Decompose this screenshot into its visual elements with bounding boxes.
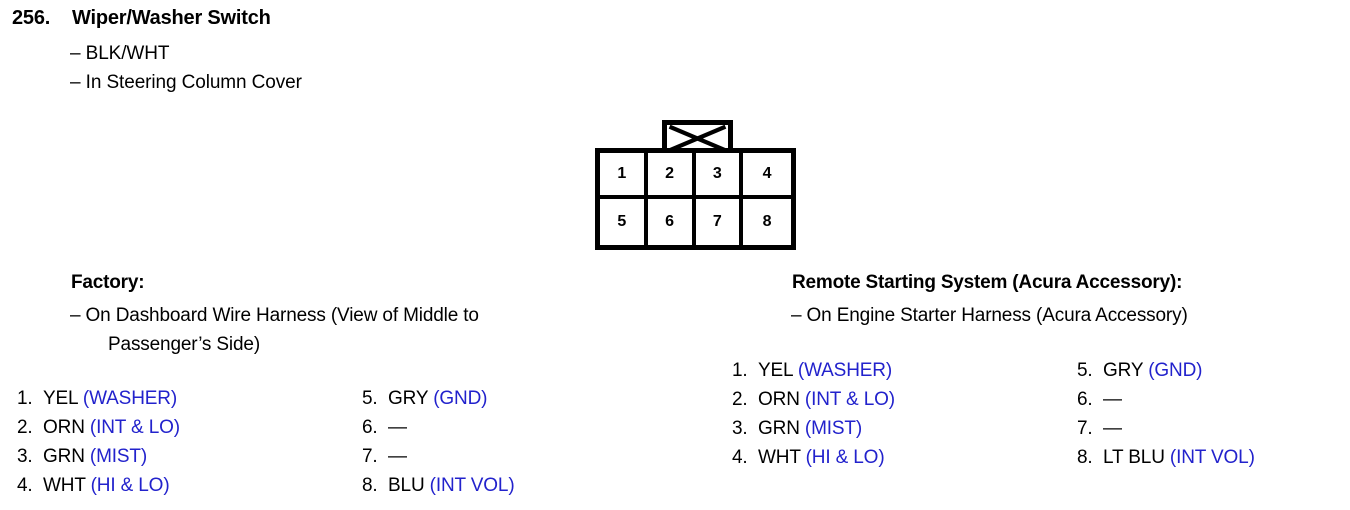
pin-function: (INT & LO)	[89, 417, 180, 438]
pin-function: (INT VOL)	[429, 475, 515, 496]
list-item: 7. —	[362, 445, 515, 474]
pin-function: (GND)	[1148, 360, 1203, 381]
connector-pin-6: 6	[648, 199, 696, 245]
pin-wire-color: —	[1103, 418, 1122, 439]
factory-bullet-line-1: – On Dashboard Wire Harness (View of Mid…	[70, 305, 479, 326]
page-title: Wiper/Washer Switch	[72, 7, 271, 29]
pin-index: 7.	[362, 446, 378, 467]
list-item: 4. WHT (HI & LO)	[17, 474, 180, 503]
pin-index: 4.	[17, 475, 33, 496]
connector-pin-7: 7	[696, 199, 744, 245]
header-bullet-wire-color: – BLK/WHT	[70, 43, 170, 64]
pin-function: (HI & LO)	[90, 475, 170, 496]
pin-wire-color: GRY	[1103, 360, 1144, 381]
pin-index: 5.	[1077, 360, 1093, 381]
list-item: 3. GRN (MIST)	[732, 417, 895, 446]
remote-bullet-line-1: – On Engine Starter Harness (Acura Acces…	[791, 305, 1188, 326]
pin-wire-color: WHT	[43, 475, 86, 496]
factory-pin-list-1-4: 1. YEL (WASHER) 2. ORN (INT & LO) 3. GRN (M…	[17, 387, 180, 503]
pin-function: (INT & LO)	[804, 389, 895, 410]
pin-function: (HI & LO)	[805, 447, 885, 468]
list-item: 3. GRN (MIST)	[17, 445, 180, 474]
pin-index: 1.	[17, 388, 33, 409]
pin-wire-color: GRY	[388, 388, 429, 409]
pin-index: 5.	[362, 388, 378, 409]
list-item: 6. —	[362, 416, 515, 445]
list-item: 5. GRY (GND)	[362, 387, 515, 416]
crossed-tab-icon	[668, 125, 727, 152]
factory-section-heading: Factory:	[71, 272, 145, 293]
pin-wire-color: GRN	[43, 446, 85, 467]
factory-bullet-line-2: Passenger’s Side)	[108, 334, 261, 355]
pin-function: (WASHER)	[82, 388, 178, 409]
pin-wire-color: BLU	[388, 475, 425, 496]
connector-pin-grid: 1 2 3 4 5 6 7 8	[595, 148, 796, 250]
remote-pin-list-5-8: 5. GRY (GND) 6. — 7. — 8. LT BLU (INT VOL)	[1077, 359, 1255, 475]
pin-index: 2.	[732, 389, 748, 410]
pin-function: (MIST)	[804, 418, 863, 439]
pin-wire-color: ORN	[758, 389, 800, 410]
pin-index: 7.	[1077, 418, 1093, 439]
list-item: 1. YEL (WASHER)	[732, 359, 895, 388]
pin-wire-color: YEL	[758, 360, 793, 381]
list-item: 8. BLU (INT VOL)	[362, 474, 515, 503]
pin-index: 8.	[362, 475, 378, 496]
connector-pin-2: 2	[647, 153, 696, 199]
pin-wire-color: —	[1103, 389, 1122, 410]
list-item: 2. ORN (INT & LO)	[17, 416, 180, 445]
list-item: 7. —	[1077, 417, 1255, 446]
list-item: 6. —	[1077, 388, 1255, 417]
pin-index: 3.	[732, 418, 748, 439]
pin-wire-color: —	[388, 446, 407, 467]
list-item: 5. GRY (GND)	[1077, 359, 1255, 388]
pin-index: 6.	[1077, 389, 1093, 410]
pin-wire-color: YEL	[43, 388, 78, 409]
connector-pin-5: 5	[600, 199, 648, 245]
pin-function: (INT VOL)	[1169, 447, 1255, 468]
list-item: 1. YEL (WASHER)	[17, 387, 180, 416]
pin-index: 2.	[17, 417, 33, 438]
connector-locking-tab	[662, 120, 733, 152]
pin-wire-color: ORN	[43, 417, 85, 438]
pin-index: 6.	[362, 417, 378, 438]
remote-pin-list-1-4: 1. YEL (WASHER) 2. ORN (INT & LO) 3. GRN (M…	[732, 359, 895, 475]
connector-pin-4: 4	[743, 153, 791, 199]
connector-pin-8: 8	[762, 213, 772, 230]
pin-wire-color: —	[388, 417, 407, 438]
list-item: 4. WHT (HI & LO)	[732, 446, 895, 475]
pin-index: 4.	[732, 447, 748, 468]
pin-index: 8.	[1077, 447, 1093, 468]
factory-pin-list-5-8: 5. GRY (GND) 6. — 7. — 8. BLU (INT VOL)	[362, 387, 515, 503]
connector-pin-3: 3	[695, 153, 744, 199]
list-item: 8. LT BLU (INT VOL)	[1077, 446, 1255, 475]
pin-wire-color: GRN	[758, 418, 800, 439]
list-item: 2. ORN (INT & LO)	[732, 388, 895, 417]
pin-function: (GND)	[433, 388, 488, 409]
pin-wire-color: LT BLU	[1103, 447, 1165, 468]
pin-function: (MIST)	[89, 446, 148, 467]
pin-index: 3.	[17, 446, 33, 467]
remote-section-heading: Remote Starting System (Acura Accessory)…	[792, 272, 1183, 293]
connector-diagram: 1 2 3 4 5 6 7 8	[595, 120, 801, 255]
item-number: 256.	[12, 7, 51, 29]
header-bullet-location: – In Steering Column Cover	[70, 72, 302, 93]
connector-pin-1: 1	[600, 153, 648, 199]
pin-wire-color: WHT	[758, 447, 801, 468]
pin-index: 1.	[732, 360, 748, 381]
pin-function: (WASHER)	[797, 360, 893, 381]
